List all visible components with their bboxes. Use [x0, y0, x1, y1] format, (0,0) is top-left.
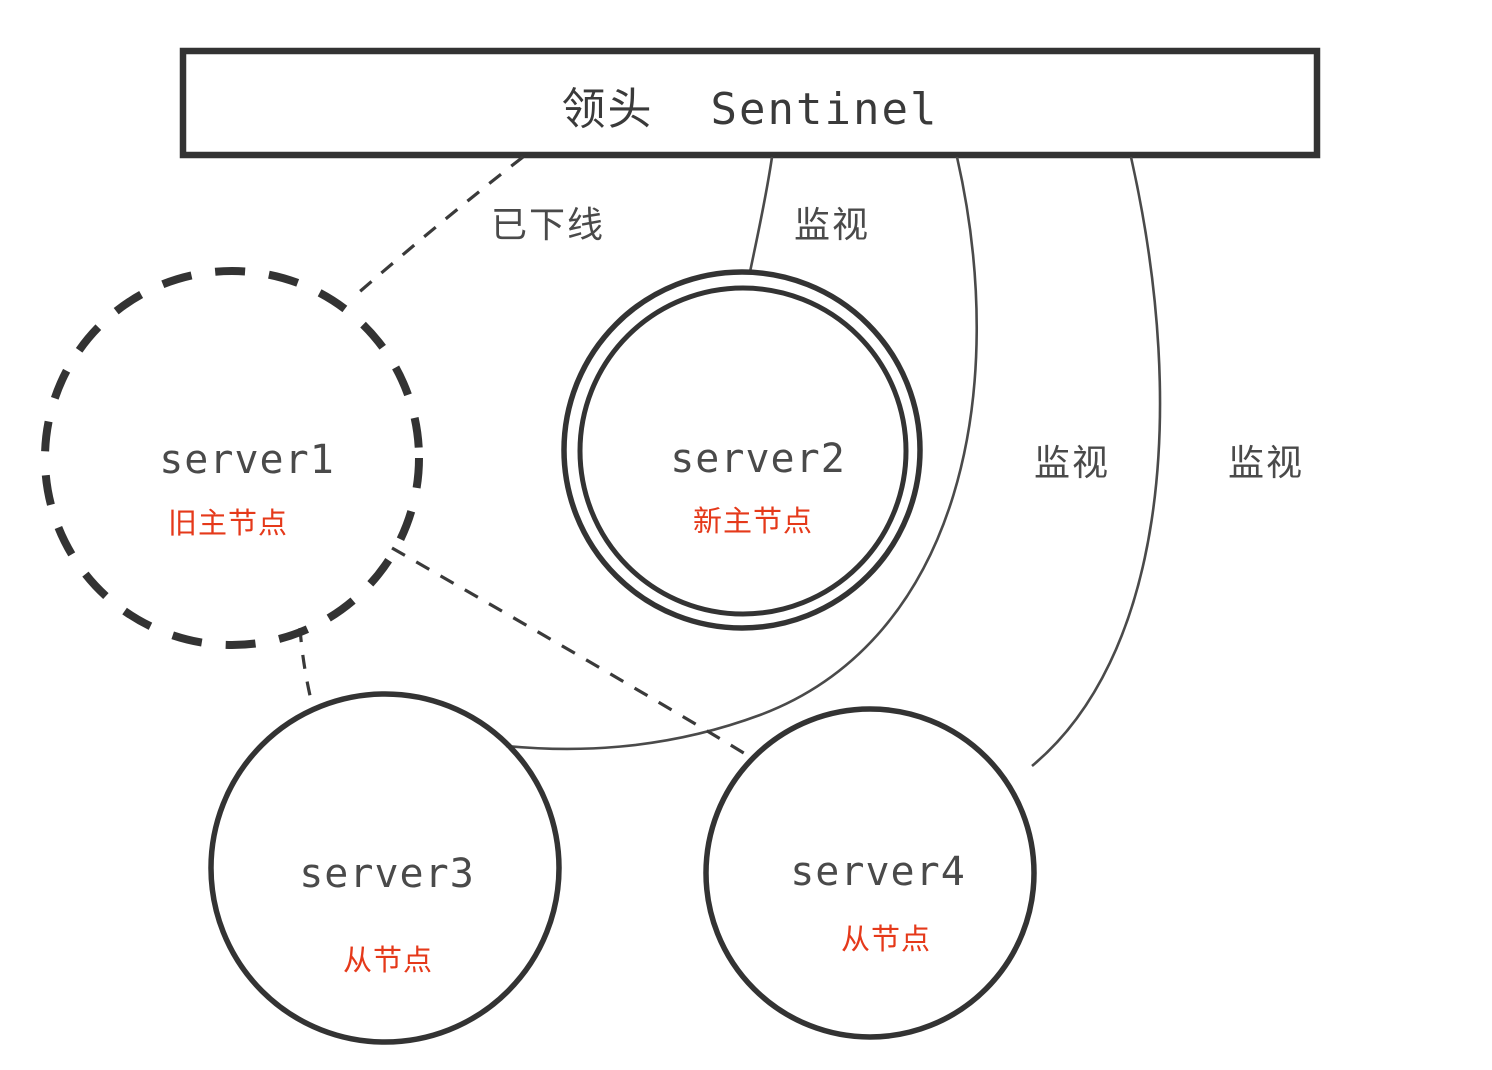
edge-sentinel-server2 — [748, 156, 774, 273]
node-server2-outer-circle[interactable] — [561, 269, 923, 631]
edge-sentinel-server3 — [505, 156, 978, 751]
node-server3-circle[interactable] — [208, 691, 562, 1045]
edge-sentinel-server4 — [1031, 156, 1162, 768]
node-server1-circle[interactable] — [41, 267, 423, 649]
edge-sentinel-server1 — [355, 155, 524, 296]
node-server4-circle[interactable] — [703, 706, 1037, 1040]
edge-server1-server3 — [298, 627, 313, 701]
node-server2-inner-circle — [577, 285, 909, 617]
edge-server1-server4 — [391, 546, 753, 760]
sentinel-header-box — [179, 47, 1321, 159]
